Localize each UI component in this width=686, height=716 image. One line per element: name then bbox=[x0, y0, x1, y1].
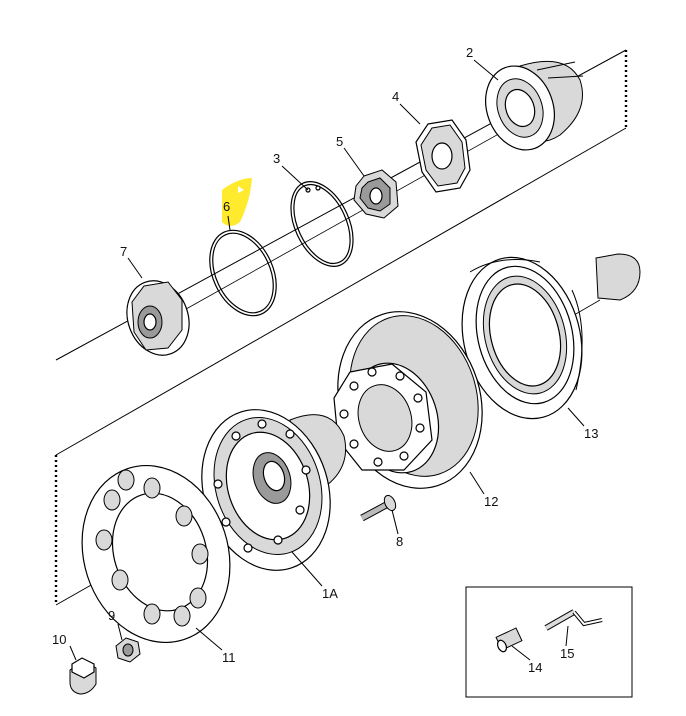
brake-disc-icon[interactable] bbox=[316, 293, 505, 507]
callout-1A: 1A bbox=[322, 586, 338, 601]
spacer-plate-icon[interactable] bbox=[60, 446, 253, 662]
callout-12: 12 bbox=[484, 494, 498, 509]
o-ring-icon[interactable] bbox=[197, 220, 289, 327]
callout-13: 13 bbox=[584, 426, 598, 441]
sensor-inset-box bbox=[465, 586, 633, 698]
sensor-bushing-icon[interactable] bbox=[495, 627, 523, 653]
callout-8: 8 bbox=[396, 534, 403, 549]
flange-nut-icon[interactable] bbox=[115, 637, 141, 663]
cap-nut-icon[interactable] bbox=[69, 657, 97, 695]
highlight-arrow-icon bbox=[238, 186, 244, 193]
tone-ring-icon[interactable] bbox=[445, 244, 641, 432]
leader-lines bbox=[69, 59, 585, 661]
upper-axis-line bbox=[169, 107, 546, 319]
callout-3: 3 bbox=[273, 151, 280, 166]
hub-cap-icon[interactable] bbox=[117, 272, 199, 364]
callout-labels: 2 4 5 3 6 7 13 12 8 1A 9 11 10 14 15 bbox=[52, 45, 598, 675]
wheel-stud-icon[interactable] bbox=[360, 494, 398, 522]
highlight-marker bbox=[222, 178, 252, 226]
bearing-icon[interactable] bbox=[474, 56, 584, 159]
wheel-hub-icon[interactable] bbox=[182, 393, 351, 587]
callout-10: 10 bbox=[52, 632, 66, 647]
callout-9: 9 bbox=[108, 608, 115, 623]
callout-14: 14 bbox=[528, 660, 542, 675]
callout-5: 5 bbox=[336, 134, 343, 149]
callout-6: 6 bbox=[223, 199, 230, 214]
abs-sensor-icon[interactable] bbox=[544, 609, 603, 631]
callout-11: 11 bbox=[222, 650, 236, 665]
castle-nut-icon[interactable] bbox=[353, 169, 399, 219]
snap-ring-icon[interactable] bbox=[279, 172, 366, 276]
washer-icon[interactable] bbox=[415, 119, 471, 193]
callout-7: 7 bbox=[120, 244, 127, 259]
callout-15: 15 bbox=[560, 646, 574, 661]
callout-4: 4 bbox=[392, 89, 399, 104]
callout-2: 2 bbox=[466, 45, 473, 60]
